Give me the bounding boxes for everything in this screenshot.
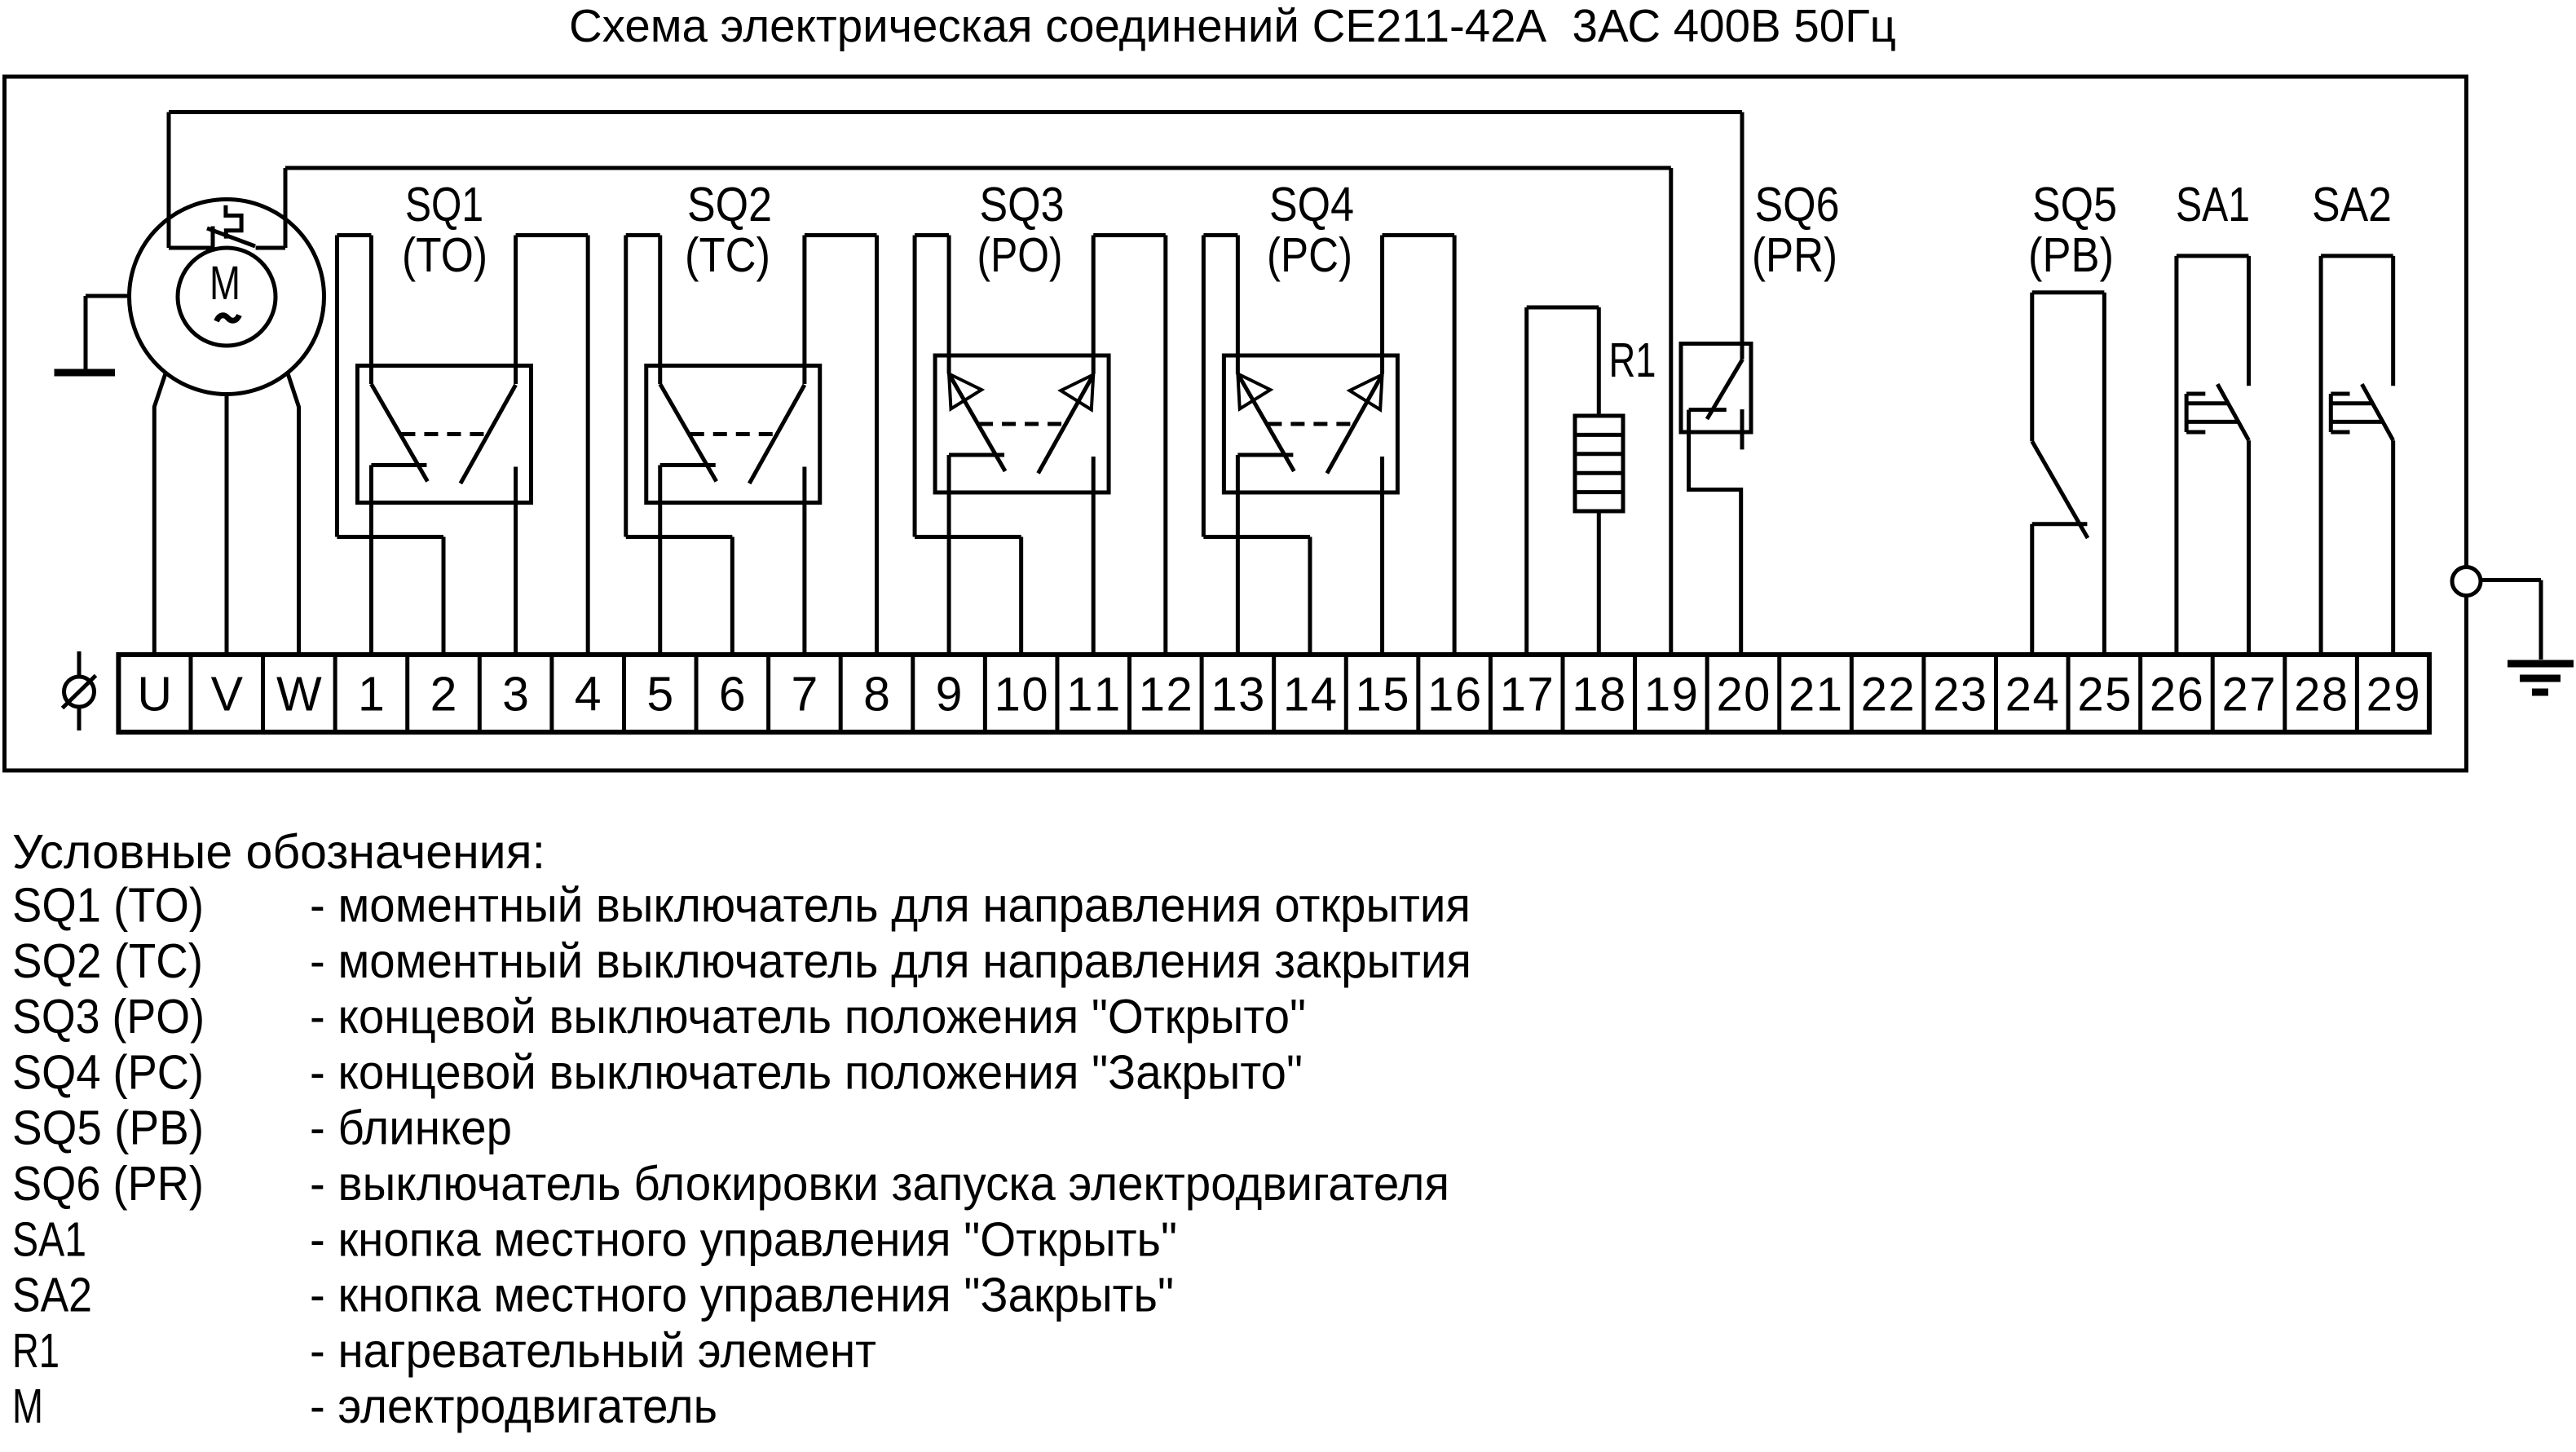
svg-text:SQ1 (TO): SQ1 (TO)	[12, 879, 204, 933]
svg-text:M: M	[12, 1379, 43, 1433]
svg-text:SQ2: SQ2	[687, 178, 772, 232]
svg-text:10: 10	[995, 669, 1048, 722]
svg-text:SQ3: SQ3	[980, 178, 1065, 232]
svg-text:SQ1: SQ1	[405, 178, 483, 232]
svg-text:6: 6	[719, 668, 746, 722]
svg-text:19: 19	[1644, 669, 1698, 722]
svg-text:16: 16	[1427, 669, 1481, 722]
svg-text:SQ4 (PC): SQ4 (PC)	[12, 1045, 204, 1099]
svg-text:7: 7	[791, 668, 818, 722]
svg-text:Схема электрическая соединений: Схема электрическая соединений СЕ211-42А…	[569, 0, 1896, 52]
svg-text:17: 17	[1500, 669, 1554, 722]
svg-text:V: V	[211, 668, 244, 722]
svg-text:R1: R1	[12, 1324, 60, 1378]
svg-text:14: 14	[1283, 669, 1337, 722]
svg-text:11: 11	[1066, 669, 1120, 722]
svg-text:9: 9	[936, 668, 963, 722]
svg-text:3: 3	[502, 668, 529, 722]
svg-text:SQ2 (TC): SQ2 (TC)	[12, 934, 203, 988]
svg-text:- моментный выключатель для на: - моментный выключатель для направления …	[310, 934, 1471, 988]
svg-text:- нагревательный элемент: - нагревательный элемент	[310, 1324, 876, 1378]
svg-text:(TC): (TC)	[685, 228, 770, 282]
svg-text:- моментный выключатель для на: - моментный выключатель для направления …	[310, 879, 1471, 933]
svg-text:(PR): (PR)	[1752, 228, 1837, 282]
svg-text:28: 28	[2294, 669, 2348, 722]
svg-text:W: W	[276, 668, 322, 722]
svg-text:26: 26	[2150, 669, 2203, 722]
svg-text:27: 27	[2222, 669, 2276, 722]
svg-text:- кнопка местного управления ": - кнопка местного управления "Открыть"	[310, 1212, 1177, 1266]
svg-text:4: 4	[575, 668, 602, 722]
svg-text:SQ4: SQ4	[1269, 178, 1354, 232]
svg-text:SQ6 (PR): SQ6 (PR)	[12, 1157, 204, 1211]
svg-text:25: 25	[2077, 669, 2131, 722]
svg-text:- концевой выключатель положен: - концевой выключатель положения "Открыт…	[310, 990, 1306, 1044]
svg-text:18: 18	[1572, 669, 1625, 722]
svg-text:Условные обозначения:: Условные обозначения:	[12, 825, 545, 879]
svg-text:1: 1	[358, 668, 385, 722]
svg-text:SQ5 (PB): SQ5 (PB)	[12, 1101, 204, 1155]
svg-text:13: 13	[1211, 669, 1264, 722]
svg-text:SQ6: SQ6	[1755, 178, 1840, 232]
svg-text:29: 29	[2366, 669, 2420, 722]
svg-text:(PO): (PO)	[977, 228, 1063, 282]
svg-text:SA2: SA2	[12, 1269, 92, 1322]
svg-text:SA2: SA2	[2312, 178, 2392, 232]
svg-text:SA1: SA1	[2176, 178, 2250, 232]
svg-text:(PC): (PC)	[1267, 228, 1352, 282]
svg-text:20: 20	[1716, 669, 1770, 722]
svg-text:U: U	[137, 668, 172, 722]
svg-text:24: 24	[2005, 669, 2059, 722]
svg-text:M: M	[210, 257, 240, 310]
svg-text:- электродвигатель: - электродвигатель	[310, 1379, 717, 1433]
svg-text:- кнопка местного управления ": - кнопка местного управления "Закрыть"	[310, 1269, 1174, 1322]
svg-text:8: 8	[863, 668, 890, 722]
svg-text:21: 21	[1789, 669, 1842, 722]
svg-text:5: 5	[646, 668, 673, 722]
svg-text:(PB): (PB)	[2028, 228, 2114, 282]
svg-text:2: 2	[430, 668, 457, 722]
svg-text:- выключатель блокировки запус: - выключатель блокировки запуска электро…	[310, 1157, 1449, 1211]
svg-text:- блинкер: - блинкер	[310, 1101, 512, 1155]
svg-text:22: 22	[1861, 669, 1915, 722]
svg-text:(TO): (TO)	[402, 228, 487, 282]
svg-text:SQ3 (PO): SQ3 (PO)	[12, 990, 205, 1044]
svg-text:15: 15	[1356, 669, 1409, 722]
svg-text:23: 23	[1933, 669, 1987, 722]
svg-text:- концевой выключатель положен: - концевой выключатель положения "Закрыт…	[310, 1045, 1303, 1099]
svg-text:SQ5: SQ5	[2032, 178, 2117, 232]
svg-text:12: 12	[1139, 669, 1193, 722]
svg-text:SA1: SA1	[12, 1212, 86, 1266]
svg-text:R1: R1	[1609, 333, 1656, 387]
